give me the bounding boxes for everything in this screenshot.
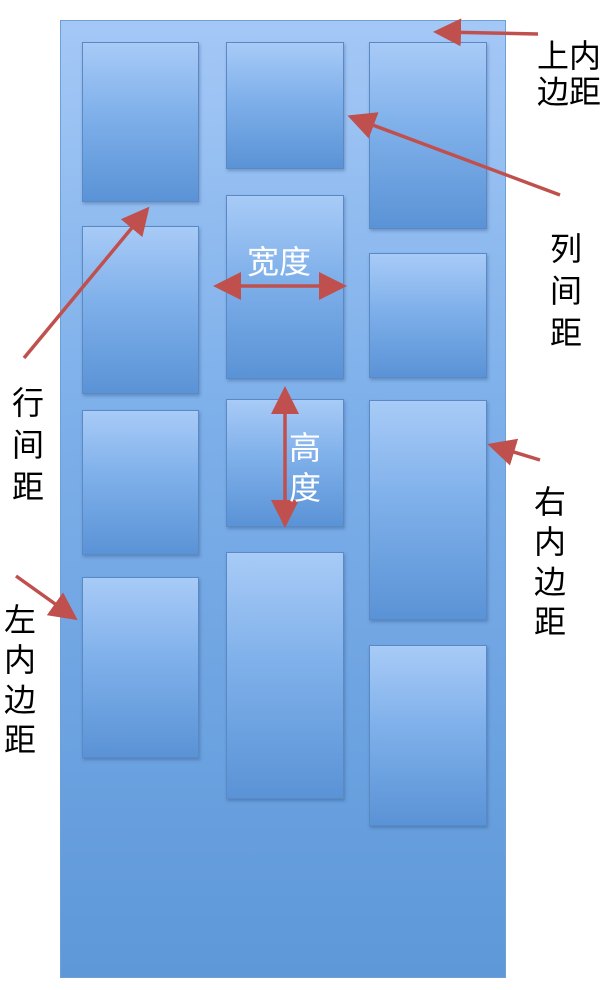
column-2-tile-3 (226, 399, 344, 527)
column-1-tile-2 (82, 226, 199, 394)
top-padding-label: 上内 边距 (537, 37, 602, 111)
column-1-tile-4 (82, 577, 199, 758)
column-3-tile-1 (369, 42, 487, 229)
width-label: 宽度 (247, 243, 312, 281)
left-padding-label: 左 内 边 距 (4, 601, 37, 759)
right-padding-label: 右 内 边 距 (534, 483, 567, 641)
column-1-tile-3 (82, 410, 199, 555)
row-gap-label: 行 间 距 (12, 384, 45, 506)
column-3-tile-3 (369, 400, 487, 620)
height-label: 高 度 (289, 429, 322, 507)
column-2-tile-1 (226, 42, 344, 169)
column-2-tile-2 (226, 195, 344, 379)
column-3-tile-4 (369, 645, 487, 826)
column-2-tile-4 (226, 552, 344, 799)
column-3-tile-2 (369, 253, 487, 378)
column-gap-label: 列 间 距 (550, 230, 583, 352)
column-1-tile-1 (82, 42, 199, 202)
